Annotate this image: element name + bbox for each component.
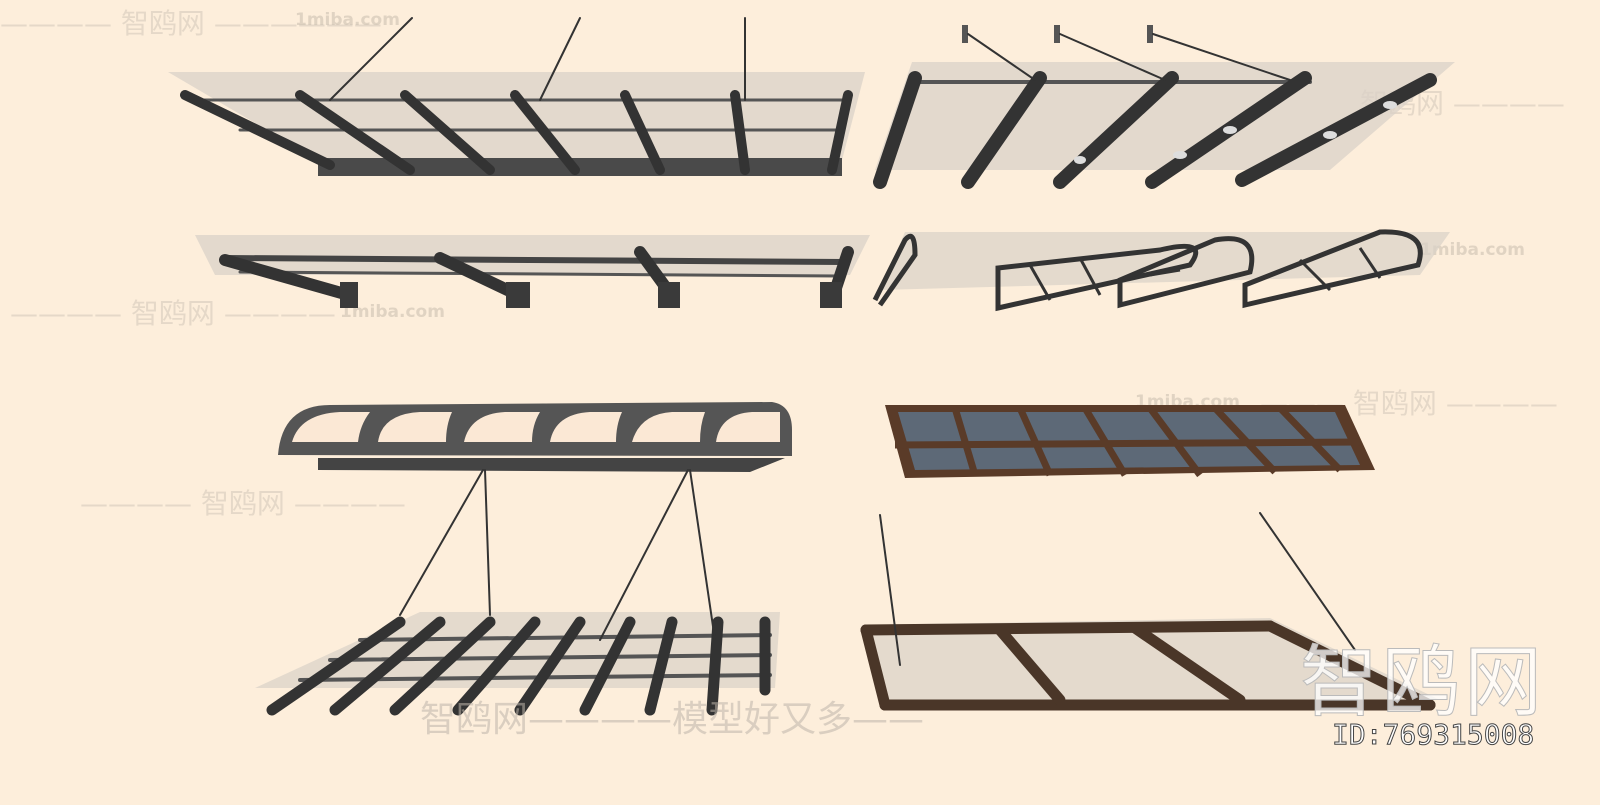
- watermark-slogan: 智鸥网————模型好又多——: [420, 699, 925, 740]
- canopy-model-8: [860, 512, 1440, 711]
- canopy-model-4: [872, 229, 1450, 312]
- watermark-id: ID:769315008: [1331, 718, 1535, 752]
- watermark-brand: ———— 智鸥网 ————: [80, 487, 406, 520]
- canopy-model-7: [255, 469, 780, 716]
- canopy-model-3: [195, 235, 870, 308]
- canopy-model-2: [873, 25, 1455, 189]
- watermark-brand-large: 智鸥网: [1299, 638, 1547, 729]
- watermark-url: 1miba.com: [1420, 240, 1525, 260]
- canopy-model-5: [278, 402, 792, 472]
- watermark-brand: ———— 智鸥网 ——————: [0, 7, 382, 40]
- watermark-brand: ———— 智鸥网 ————: [10, 297, 336, 330]
- watermark-url: 1miba.com: [295, 10, 400, 30]
- watermark-url: 1miba.com: [340, 302, 445, 322]
- canopy-model-1: [168, 17, 865, 176]
- canopy-model-6: [885, 405, 1375, 478]
